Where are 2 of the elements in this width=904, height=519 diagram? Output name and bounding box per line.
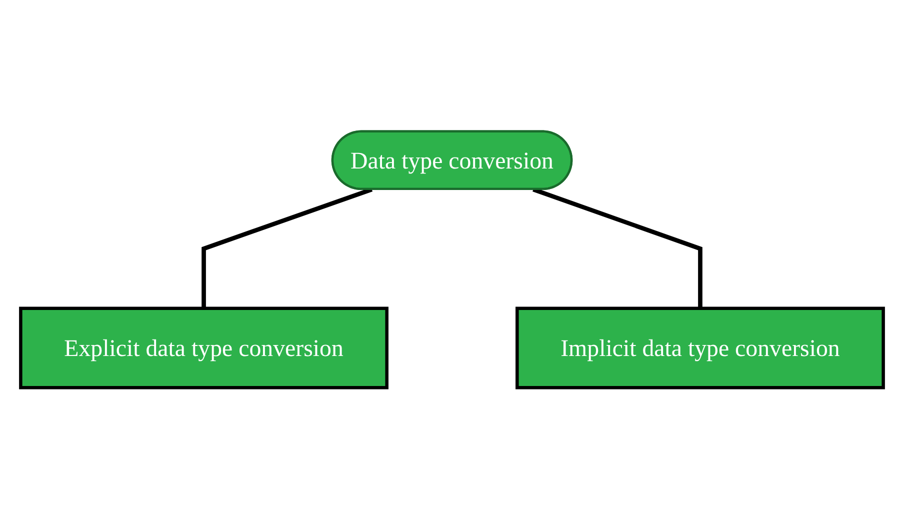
node-box: Explicit data type conversion	[19, 306, 388, 390]
node-box: Implicit data type conversion	[516, 306, 885, 390]
